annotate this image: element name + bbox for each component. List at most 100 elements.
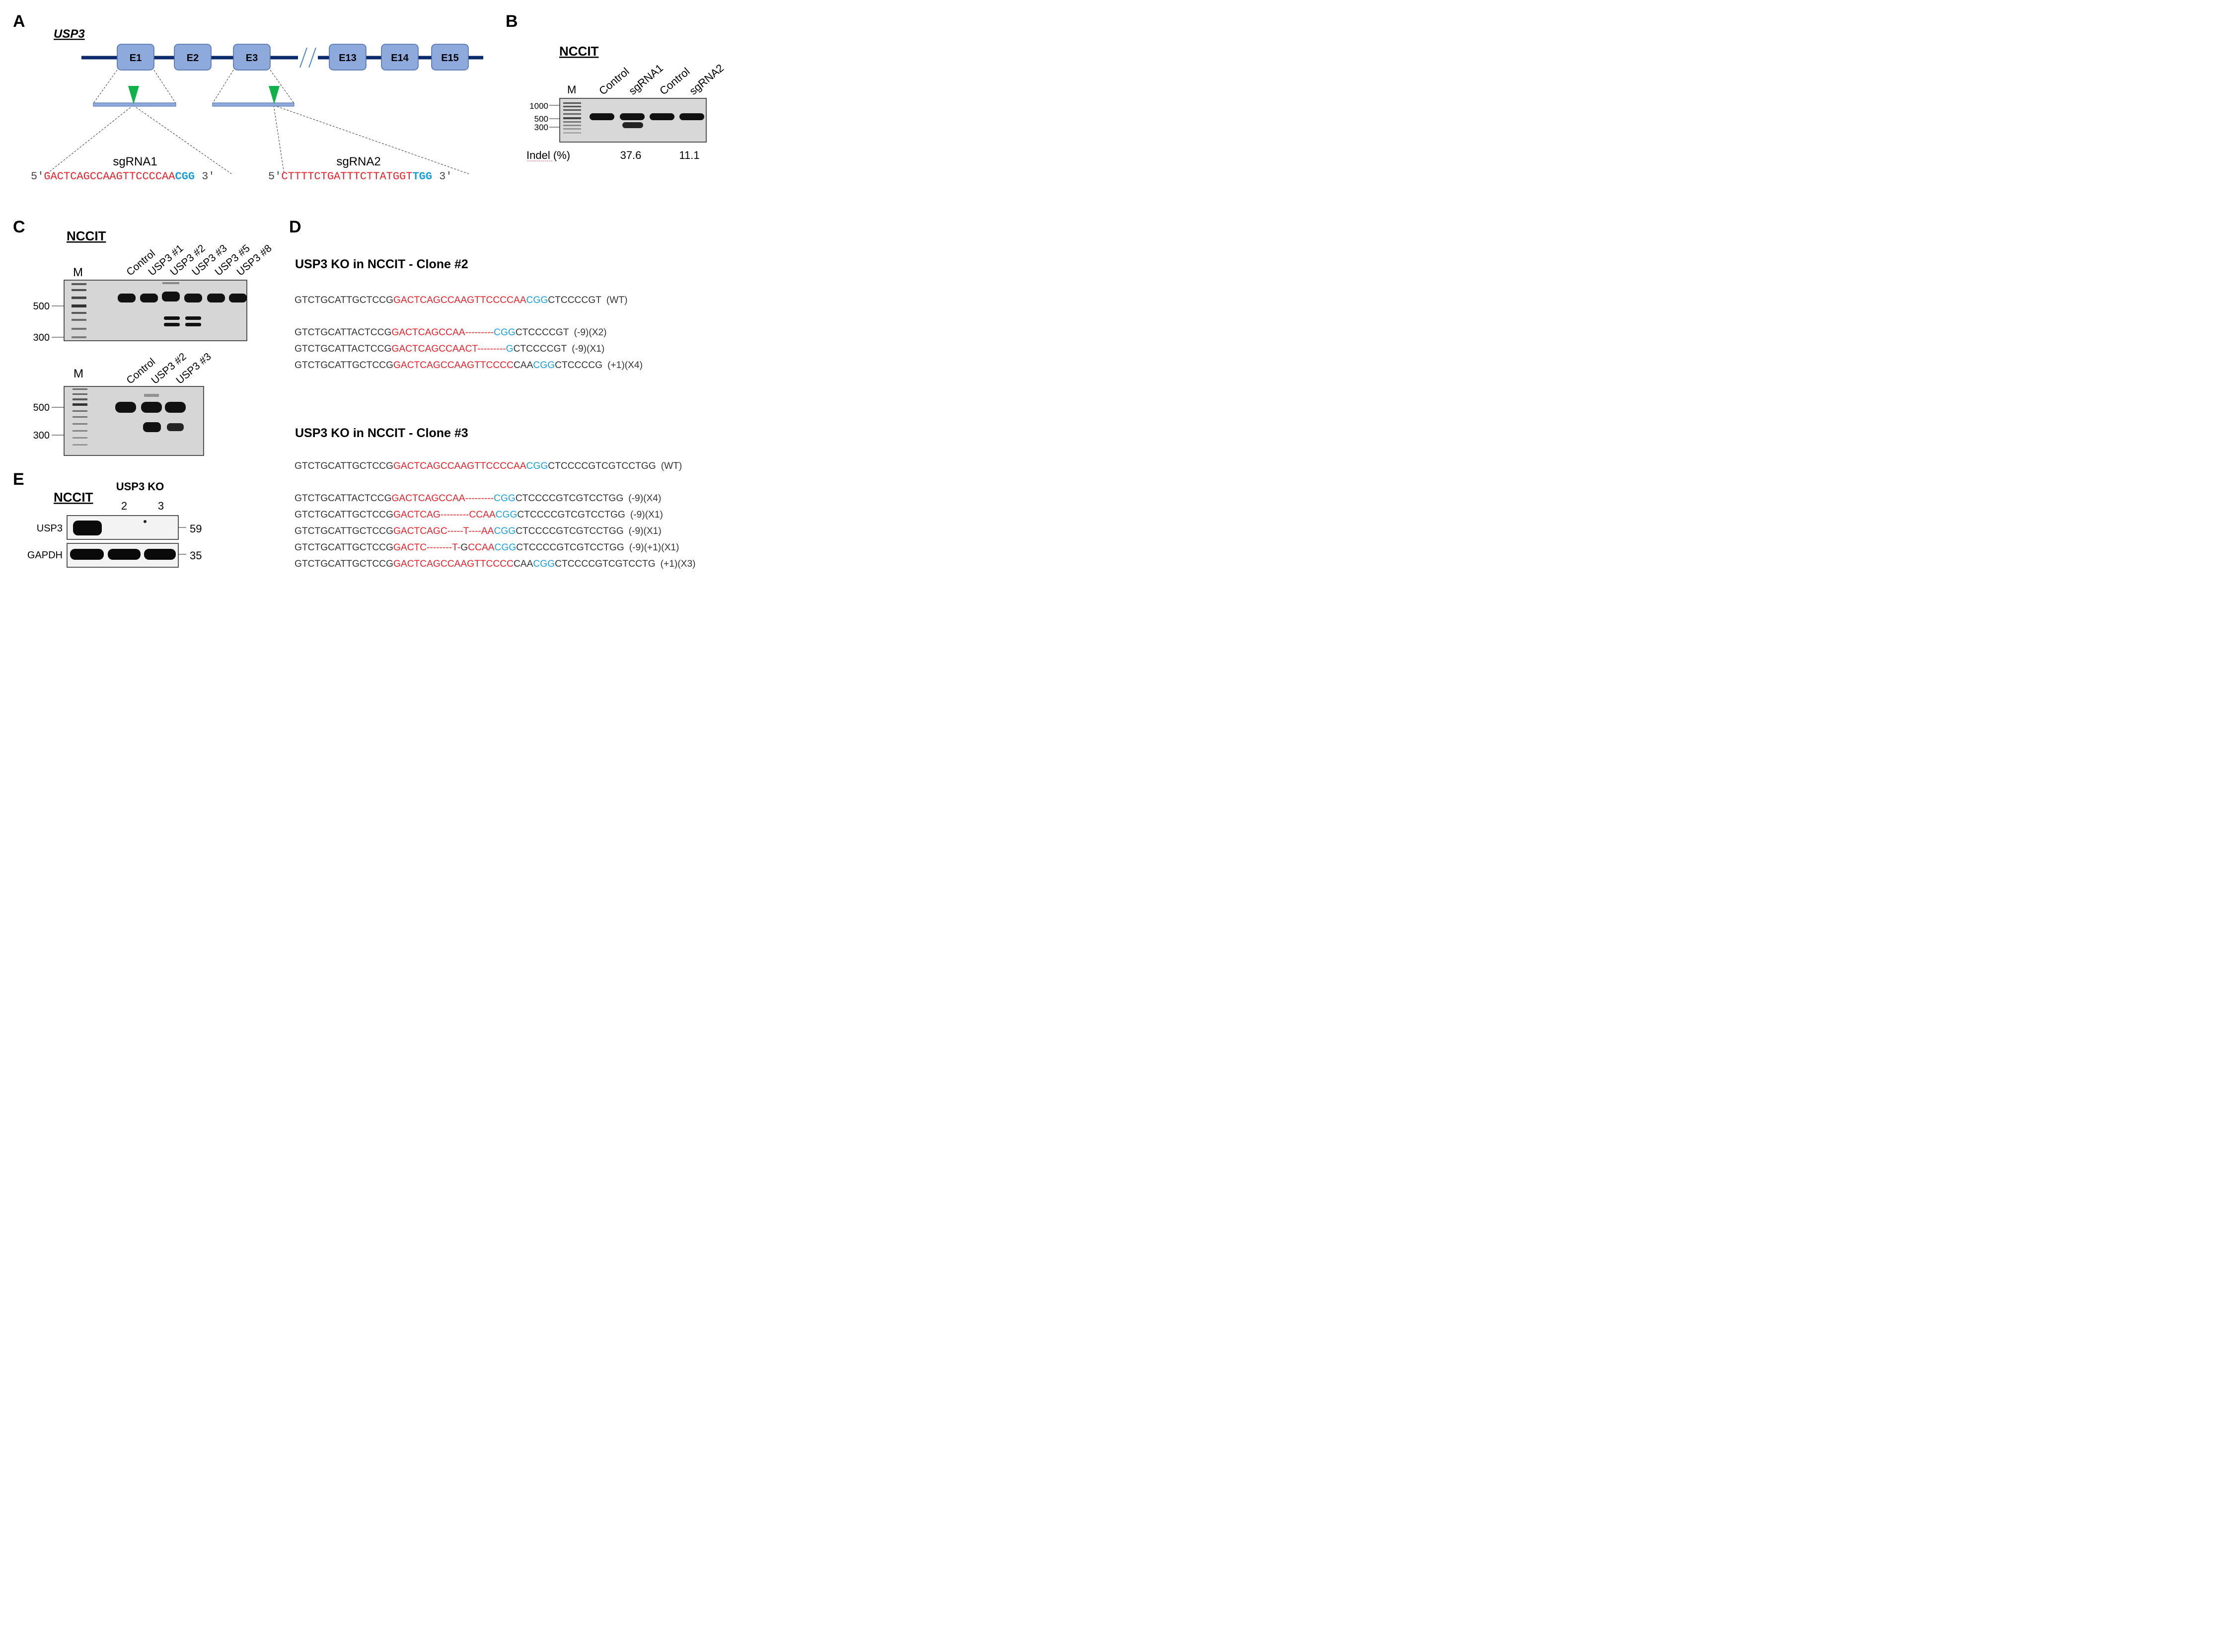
exon-e13: E13 <box>329 44 367 71</box>
exon1-zoom-bar <box>93 102 176 107</box>
cell-line-title: NCCIT <box>67 228 106 243</box>
exon-e15: E15 <box>431 44 469 71</box>
marker-label: 500 <box>534 114 548 124</box>
sequence-segment: CGG <box>496 510 518 520</box>
sequence-segment: CCAA <box>468 542 495 553</box>
clone3-title: USP3 KO in NCCIT - Clone #3 <box>295 426 468 440</box>
sequence-segment: G <box>506 344 514 354</box>
panel-a: A USP3 E1 E2 E3 E13 E14 E15 <box>13 12 483 183</box>
sequence-segment: GTCTGCATTGCTCCG <box>295 295 393 305</box>
panel-c-label: C <box>13 218 25 236</box>
sequence-segment: GACTCAG---------CCAA <box>393 510 496 520</box>
exon-label: E15 <box>441 53 459 64</box>
gel-c2-ladder <box>73 388 87 446</box>
gel-c1-bands <box>118 282 247 326</box>
protein-label: GAPDH <box>27 550 63 561</box>
lane-label-m: M <box>567 83 576 96</box>
sequence-segment: CAA <box>514 360 533 371</box>
mutation-note: (-9)(X1) <box>629 526 662 536</box>
exon-e14: E14 <box>381 44 419 71</box>
sequence-segment: GTCTGCATTGCTCCG <box>295 360 393 371</box>
sequence-segment: CTCCCCGTCGTCCTGG <box>516 542 624 553</box>
panel-b-label: B <box>506 12 518 31</box>
alignment-row: GTCTGCATTGCTCCGGACTCAGCCAAGTTCCCCAACGGCT… <box>295 295 628 305</box>
lane-label: 3 <box>158 500 164 512</box>
sequence-segment: GTCTGCATTGCTCCG <box>295 526 393 536</box>
protein-label: USP3 <box>37 523 63 534</box>
panel-d: D USP3 KO in NCCIT - Clone #2 GTCTGCATTG… <box>289 218 696 569</box>
pam-seq: CGG <box>175 170 195 183</box>
sequence-segment: CGG <box>533 360 555 371</box>
sequence-segment: CTCCCCGTCGTCCTGG <box>516 526 623 536</box>
mutation-note: (+1)(X4) <box>607 360 643 371</box>
sequence-segment: GACTC--------T- <box>393 542 460 553</box>
break-mark-left <box>299 47 307 68</box>
prime3: 3′ <box>439 170 452 183</box>
lane-label: sgRNA2 <box>687 62 726 97</box>
clone3-alignment: GTCTGCATTGCTCCGGACTCAGCCAAGTTCCCCAACGGCT… <box>295 461 696 569</box>
exon-label: E2 <box>187 53 199 64</box>
sgrna1-label: sgRNA1 <box>113 155 157 168</box>
panel-a-label: A <box>13 12 25 31</box>
mutation-note: (WT) <box>661 461 682 471</box>
sgrna1-cut-arrow <box>128 86 139 104</box>
exon-label: E13 <box>339 53 357 64</box>
sequence-segment: GACTCAGCCAAGTTCCCC <box>393 360 514 371</box>
sequence-segment: CTCCCCGTCGTCCTGG <box>516 493 623 504</box>
sequence-segment: CTCCCCGTCGTCCTG <box>555 559 656 569</box>
sequence-segment: CGG <box>526 461 548 471</box>
sequence-segment: GTCTGCATTACTCCG <box>295 493 391 504</box>
sequence-segment: CGG <box>495 542 517 553</box>
sequence-segment: CTCCCCGT <box>516 327 569 338</box>
sequence-segment: G <box>460 542 468 553</box>
sequence-segment: GTCTGCATTGCTCCG <box>295 559 393 569</box>
sequence-segment: GACTCAGCCAACT--------- <box>391 344 506 354</box>
sequence-segment: GTCTGCATTACTCCG <box>295 327 391 338</box>
panel-d-label: D <box>289 218 301 236</box>
mutation-note: (-9)(+1)(X1) <box>629 542 679 553</box>
exon-label: E1 <box>130 53 142 64</box>
sequence-segment: CGG <box>494 526 516 536</box>
marker-label: 300 <box>33 430 50 441</box>
gel-c2 <box>64 386 204 456</box>
mutation-note: (-9)(X1) <box>630 510 663 520</box>
panel-c: C NCCIT M Control USP3 #1 USP3 #2 USP3 #… <box>13 218 274 456</box>
cell-line-title: NCCIT <box>559 44 599 59</box>
sequence-segment: GTCTGCATTGCTCCG <box>295 461 393 471</box>
zoom-lines <box>46 70 469 174</box>
sequence-segment: CTCCCCGT <box>514 344 567 354</box>
clone2-title: USP3 KO in NCCIT - Clone #2 <box>295 257 468 271</box>
exon-e1: E1 <box>117 44 154 71</box>
gel-c1-ladder <box>72 283 86 338</box>
marker-ticks <box>549 105 560 128</box>
marker-label: 500 <box>33 301 50 312</box>
sequence-segment: GTCTGCATTGCTCCG <box>295 542 393 553</box>
mutation-note: (-9)(X2) <box>574 327 606 338</box>
alignment-row: GTCTGCATTACTCCGGACTCAGCCAACT---------GCT… <box>295 344 604 354</box>
guide-seq: CTTTTCTGATTTCTTATGGT <box>281 170 412 183</box>
kda-label: 59 <box>190 523 202 535</box>
sequence-segment: CTCCCCGTCGTCCTGG <box>548 461 656 471</box>
panel-e: E NCCIT USP3 KO 2 3 USP3 59 GAPDH 35 <box>13 470 202 568</box>
mutation-note: (-9)(X4) <box>628 493 661 504</box>
lane-label: sgRNA1 <box>626 62 666 97</box>
sequence-segment: GACTCAGCCAA--------- <box>391 493 494 504</box>
panel-b: B NCCIT M Control sgRNA1 Control sgRNA2 … <box>506 12 726 161</box>
gel-b-bands <box>590 113 704 128</box>
kda-label: 35 <box>190 549 202 562</box>
indel-value: 37.6 <box>620 149 642 161</box>
prime5: 5′ <box>31 170 44 183</box>
sgrna2-cut-arrow <box>269 86 280 104</box>
exon-e3: E3 <box>233 44 271 71</box>
gene-name: USP3 <box>54 27 85 41</box>
cell-line-title: NCCIT <box>54 490 93 505</box>
mutation-note: (+1)(X3) <box>661 559 696 569</box>
sequence-segment: GTCTGCATTACTCCG <box>295 344 391 354</box>
gel-c1 <box>64 280 247 341</box>
sequence-segment: GTCTGCATTGCTCCG <box>295 510 393 520</box>
guide-seq: GACTCAGCCAAGTTCCCCAA <box>44 170 175 183</box>
sequence-segment: GACTCAGCCAAGTTCCCCAA <box>393 461 526 471</box>
alignment-row: GTCTGCATTGCTCCGGACTCAGCCAAGTTCCCCCAACGGC… <box>295 559 696 569</box>
lane-label-m: M <box>73 266 83 279</box>
